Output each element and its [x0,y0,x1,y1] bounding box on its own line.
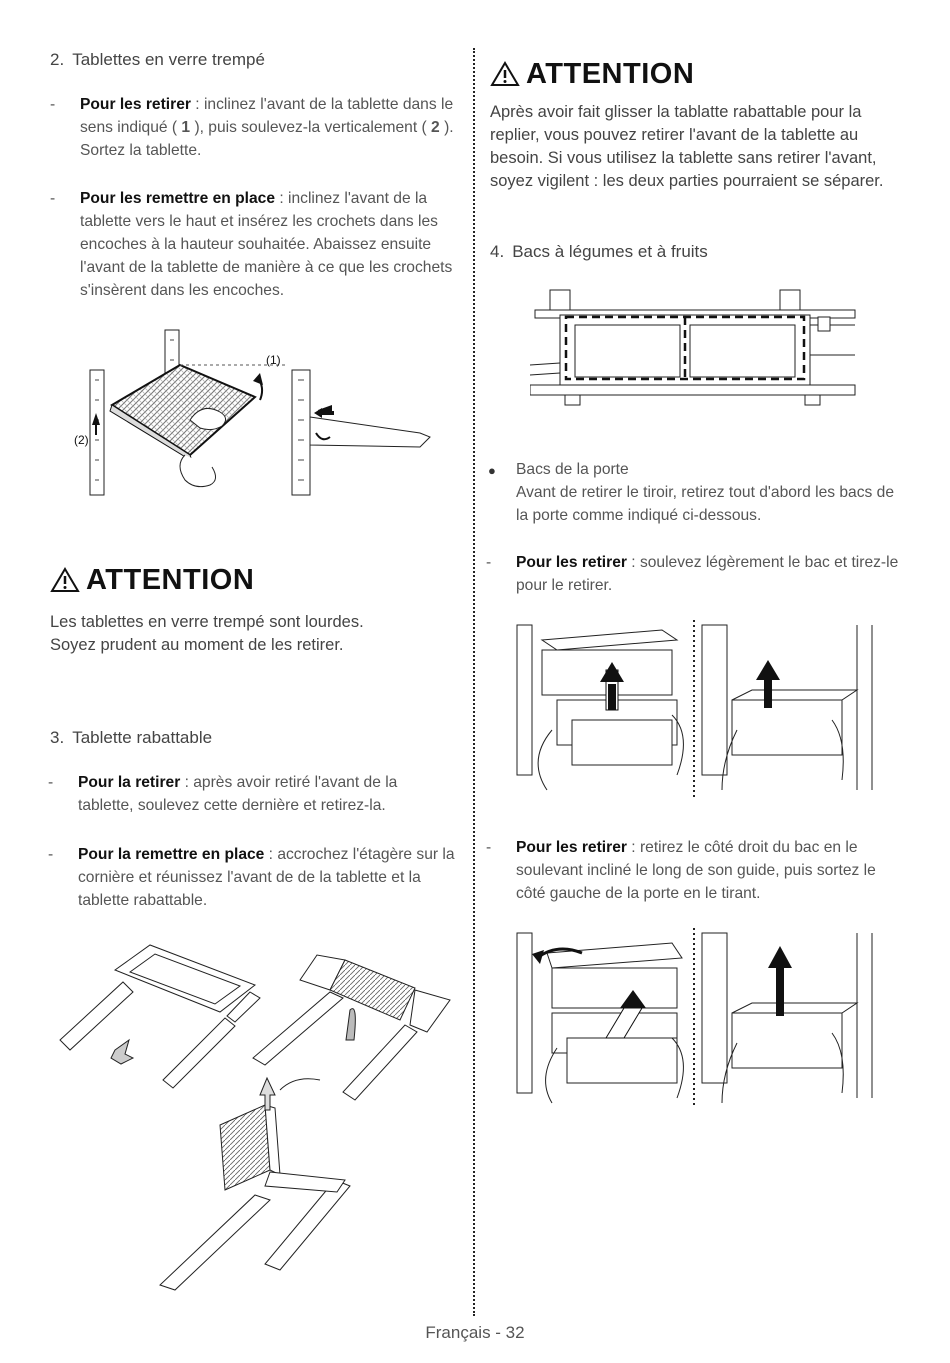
instruction-label: Pour la retirer [78,774,181,791]
instruction-label: Pour les remettre en place [80,190,276,207]
section-title: Bacs à légumes et à fruits [512,242,708,261]
glass-shelf-illustration: (1) (2) [70,325,440,500]
instruction-text: : inclinez l'avant de la tablette dans l… [80,96,454,136]
section-3-heading: 3. Tablette rabattable [50,728,212,748]
warning-body: Après avoir fait glisser la tablatte rab… [490,103,884,190]
section-title: Tablette rabattable [72,728,213,747]
step-number: 2 [431,119,440,136]
warning-heading: ATTENTION [490,57,694,91]
section-4-heading: 4. Bacs à légumes et à fruits [490,242,708,262]
warning-triangle-icon [50,567,80,593]
dash-marker: - [48,846,54,863]
dash-marker: - [486,554,492,571]
section-2-heading: 2. Tablettes en verre trempé [50,50,265,70]
warning-line: Soyez prudent au moment de les retirer. [50,636,344,654]
instruction-text: : inclinez l'avant de la tablette vers l… [80,190,453,299]
door-bins-text: Avant de retirer le tiroir, retirez tout… [516,484,894,524]
vegetable-drawers-illustration [530,285,860,425]
callout-1: (1) [266,353,281,367]
remove-bins-side-instruction: - Pour les retirer : retirez le côté dro… [486,836,901,905]
door-bins-title: Bacs de la porte [516,461,629,478]
warning-title: ATTENTION [86,564,255,596]
warning-title: ATTENTION [526,58,695,90]
section-number: 2. [50,50,65,69]
instruction-label: Pour la remettre en place [78,846,265,863]
door-bin-tilt-illustration [512,928,877,1108]
warning-line: Les tablettes en verre trempé sont lourd… [50,613,364,631]
instruction-label: Pour les retirer [516,554,627,571]
section-title: Tablettes en verre trempé [72,50,265,69]
instruction-label: Pour les retirer [516,839,627,856]
instruction-text: : accrochez l'étagère sur la cornière et… [78,846,455,909]
section-number: 3. [50,728,65,747]
instruction-text: : retirez le côté droit du bac en le sou… [516,839,876,902]
instruction-text: ). Sortez la tablette. [80,119,454,159]
dash-marker: - [50,190,56,207]
remove-folding-shelf-instruction: - Pour la retirer : après avoir retiré l… [48,771,423,817]
folding-shelf-illustration [55,940,455,1305]
warning-triangle-icon [490,61,520,87]
instruction-text: ), puis soulevez-la verticalement ( [190,119,432,136]
dash-marker: - [486,839,492,856]
replace-folding-shelf-instruction: - Pour la remettre en place : accrochez … [48,843,463,912]
warning-heading: ATTENTION [50,563,254,597]
page-footer: Français - 32 [425,1323,525,1342]
warning-body: Les tablettes en verre trempé sont lourd… [50,611,450,657]
step-number: 1 [181,119,191,136]
replace-glass-shelf-instruction: - Pour les remettre en place : inclinez … [50,187,465,302]
callout-2: (2) [74,433,89,447]
bullet-icon: ● [488,463,496,478]
dash-marker: - [48,774,54,791]
remove-bins-instruction: - Pour les retirer : soulevez légèrement… [486,551,906,597]
dash-marker: - [50,96,56,113]
instruction-label: Pour les retirer [80,96,191,113]
section-number: 4. [490,242,505,261]
door-bin-lift-illustration [512,620,877,800]
column-divider [473,48,475,1316]
instruction-text: : soulevez légèrement le bac et tirez-le… [516,554,899,594]
door-bins-note: ● Bacs de la porte Avant de retirer le t… [488,458,901,527]
instruction-text: : après avoir retiré l'avant de la table… [78,774,398,814]
remove-glass-shelf-instruction: - Pour les retirer : inclinez l'avant de… [50,93,460,162]
